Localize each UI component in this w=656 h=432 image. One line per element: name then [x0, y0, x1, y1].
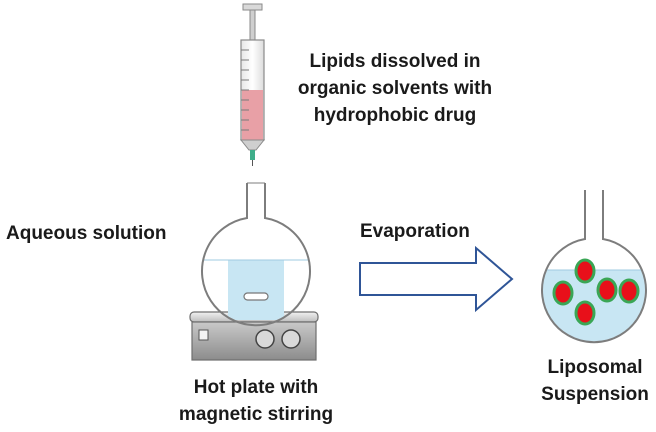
liposome-3 [596, 277, 618, 303]
syringe [239, 3, 266, 166]
stir-bar [243, 292, 269, 301]
syringe-label-line-3: hydrophobic drug [313, 105, 477, 126]
liposome-group [552, 258, 640, 326]
syringe-label-line-2: organic solvents with [297, 78, 493, 99]
liposome-4 [618, 278, 640, 304]
liposome-1 [552, 280, 574, 306]
flask-outline [201, 183, 311, 327]
evaporation-label: Evaporation [360, 221, 470, 242]
needle-tip [250, 150, 255, 160]
stir-knob [281, 329, 301, 349]
product-flask-outline [541, 190, 647, 344]
syringe-label-line-1: Lipids dissolved in [309, 51, 481, 72]
liposome-2 [574, 258, 596, 284]
syringe-plunger-rod [249, 9, 256, 41]
syringe-label: Lipids dissolved in organic solvents wit… [284, 48, 506, 129]
aqueous-label: Aqueous solution [6, 223, 167, 244]
reaction-flask [201, 182, 311, 327]
aqueous-liquid [228, 260, 284, 320]
heat-knob [255, 329, 275, 349]
liposome-5 [574, 300, 596, 326]
liposomal-label-line-2: Suspension [541, 384, 649, 405]
hot-plate-display [198, 329, 209, 341]
syringe-hub [239, 139, 266, 151]
product-flask [541, 190, 647, 344]
evaporation-arrow [359, 245, 514, 313]
syringe-plunger-head [242, 3, 263, 11]
liposomal-label: Liposomal Suspension [540, 354, 650, 408]
liposomal-label-line-1: Liposomal [547, 357, 643, 378]
hotplate-label-line-1: Hot plate with [193, 377, 319, 398]
syringe-graduations [241, 49, 249, 131]
hotplate-label: Hot plate with magnetic stirring [158, 374, 354, 428]
lipid-solution [242, 90, 263, 140]
hotplate-label-line-2: magnetic stirring [178, 404, 334, 425]
